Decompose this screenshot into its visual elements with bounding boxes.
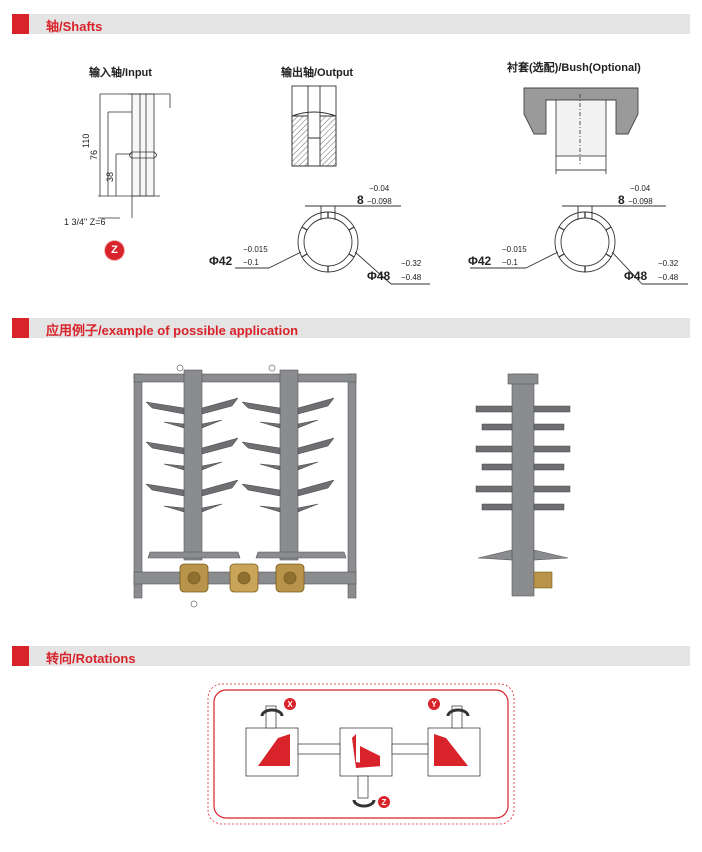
badge-x: X	[287, 700, 293, 709]
machine-front-view	[133, 364, 357, 608]
output-width-lower-tol: −0.098	[367, 197, 392, 206]
dim-110: 110	[81, 134, 91, 148]
output-major-nominal: Φ48	[367, 269, 391, 283]
bush-major-upper-tol: −0.32	[658, 259, 679, 268]
section-header-shafts: 轴/Shafts	[12, 14, 690, 34]
rotation-badges: X Y Z	[284, 698, 440, 808]
bush-label: 衬套(选配)/Bush(Optional)	[507, 62, 641, 74]
output-major-upper-tol: −0.32	[401, 259, 422, 268]
section-header-application: 应用例子/example of possible application	[12, 318, 690, 338]
output-minor-upper-tol: −0.015	[243, 245, 268, 254]
input-shaft-drawing: 110 76 38 1 3/4" Z=6	[64, 93, 171, 227]
bush-width-upper-tol: −0.04	[630, 184, 651, 193]
output-spline-section: −0.04 8 −0.098 −0.015 Φ42 −0.1 −0.32 Φ48…	[209, 184, 430, 285]
rotations-diagram: X Y Z	[207, 683, 515, 825]
dim-76: 76	[89, 150, 99, 160]
rotation-z-badge: Z	[105, 241, 124, 260]
output-width-nominal: 8	[357, 193, 364, 207]
badge-y: Y	[431, 700, 437, 709]
section-title-shafts: 轴/Shafts	[46, 19, 103, 34]
output-major-lower-tol: −0.48	[401, 273, 422, 282]
output-shaft-label: 输出轴/Output	[281, 67, 354, 79]
spline-spec: 1 3/4" Z=6	[64, 217, 105, 227]
bush-minor-nominal: Φ42	[468, 254, 492, 268]
section-title-rotations: 转向/Rotations	[46, 651, 136, 666]
section-marker	[12, 318, 29, 338]
badge-z: Z	[382, 798, 387, 807]
section-marker	[12, 646, 29, 666]
section-marker	[12, 14, 29, 34]
machine-side-view	[475, 373, 571, 597]
output-width-upper-tol: −0.04	[369, 184, 390, 193]
section-title-application: 应用例子/example of possible application	[46, 323, 299, 338]
dim-38: 38	[105, 172, 115, 182]
bush-major-nominal: Φ48	[624, 269, 648, 283]
bush-major-lower-tol: −0.48	[658, 273, 679, 282]
input-shaft-label: 输入轴/Input	[89, 67, 152, 79]
bush-width-lower-tol: −0.098	[628, 197, 653, 206]
output-shaft-section	[291, 85, 337, 167]
bush-minor-lower-tol: −0.1	[502, 258, 518, 267]
section-header-rotations: 转向/Rotations	[12, 646, 690, 666]
bush-width-nominal: 8	[618, 193, 625, 207]
output-minor-nominal: Φ42	[209, 254, 233, 268]
output-minor-lower-tol: −0.1	[243, 258, 259, 267]
bush-minor-upper-tol: −0.015	[502, 245, 527, 254]
bush-spline-section: −0.04 8 −0.098 −0.015 Φ42 −0.1 −0.32 Φ48…	[468, 184, 688, 285]
bush-section	[523, 87, 639, 174]
